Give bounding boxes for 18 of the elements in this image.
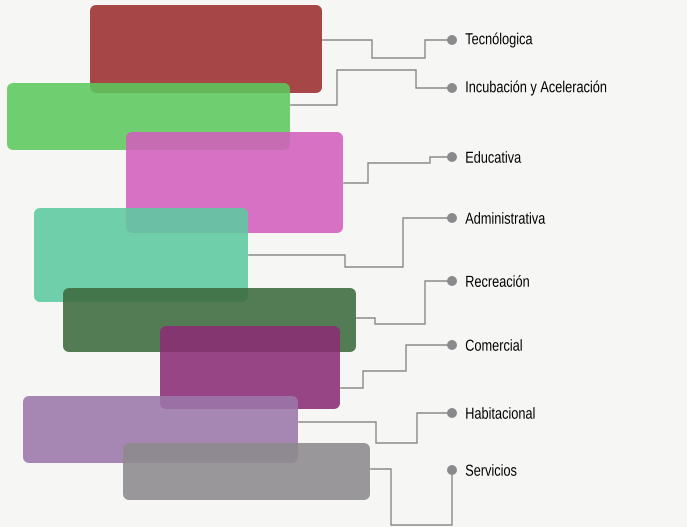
category-label: Administrativa bbox=[465, 212, 546, 224]
connector-line bbox=[356, 276, 457, 325]
colored-box bbox=[90, 5, 322, 93]
connector-line bbox=[340, 340, 457, 389]
connector-line bbox=[370, 465, 457, 526]
category-label: Habitacional bbox=[466, 407, 535, 419]
connector-line bbox=[248, 213, 457, 268]
colored-box bbox=[123, 443, 370, 500]
connector-line bbox=[298, 408, 457, 444]
connector-line bbox=[343, 152, 457, 184]
category-label: Comercial bbox=[466, 339, 522, 351]
category-label: Educativa bbox=[466, 151, 522, 163]
category-label: Recreación bbox=[466, 275, 529, 287]
category-label: Tecnólogica bbox=[465, 32, 533, 48]
category-label: Servicios bbox=[466, 464, 516, 476]
connector-line bbox=[290, 69, 457, 106]
connector-line bbox=[322, 35, 457, 59]
category-label: Incubación y Aceleración bbox=[466, 80, 606, 96]
